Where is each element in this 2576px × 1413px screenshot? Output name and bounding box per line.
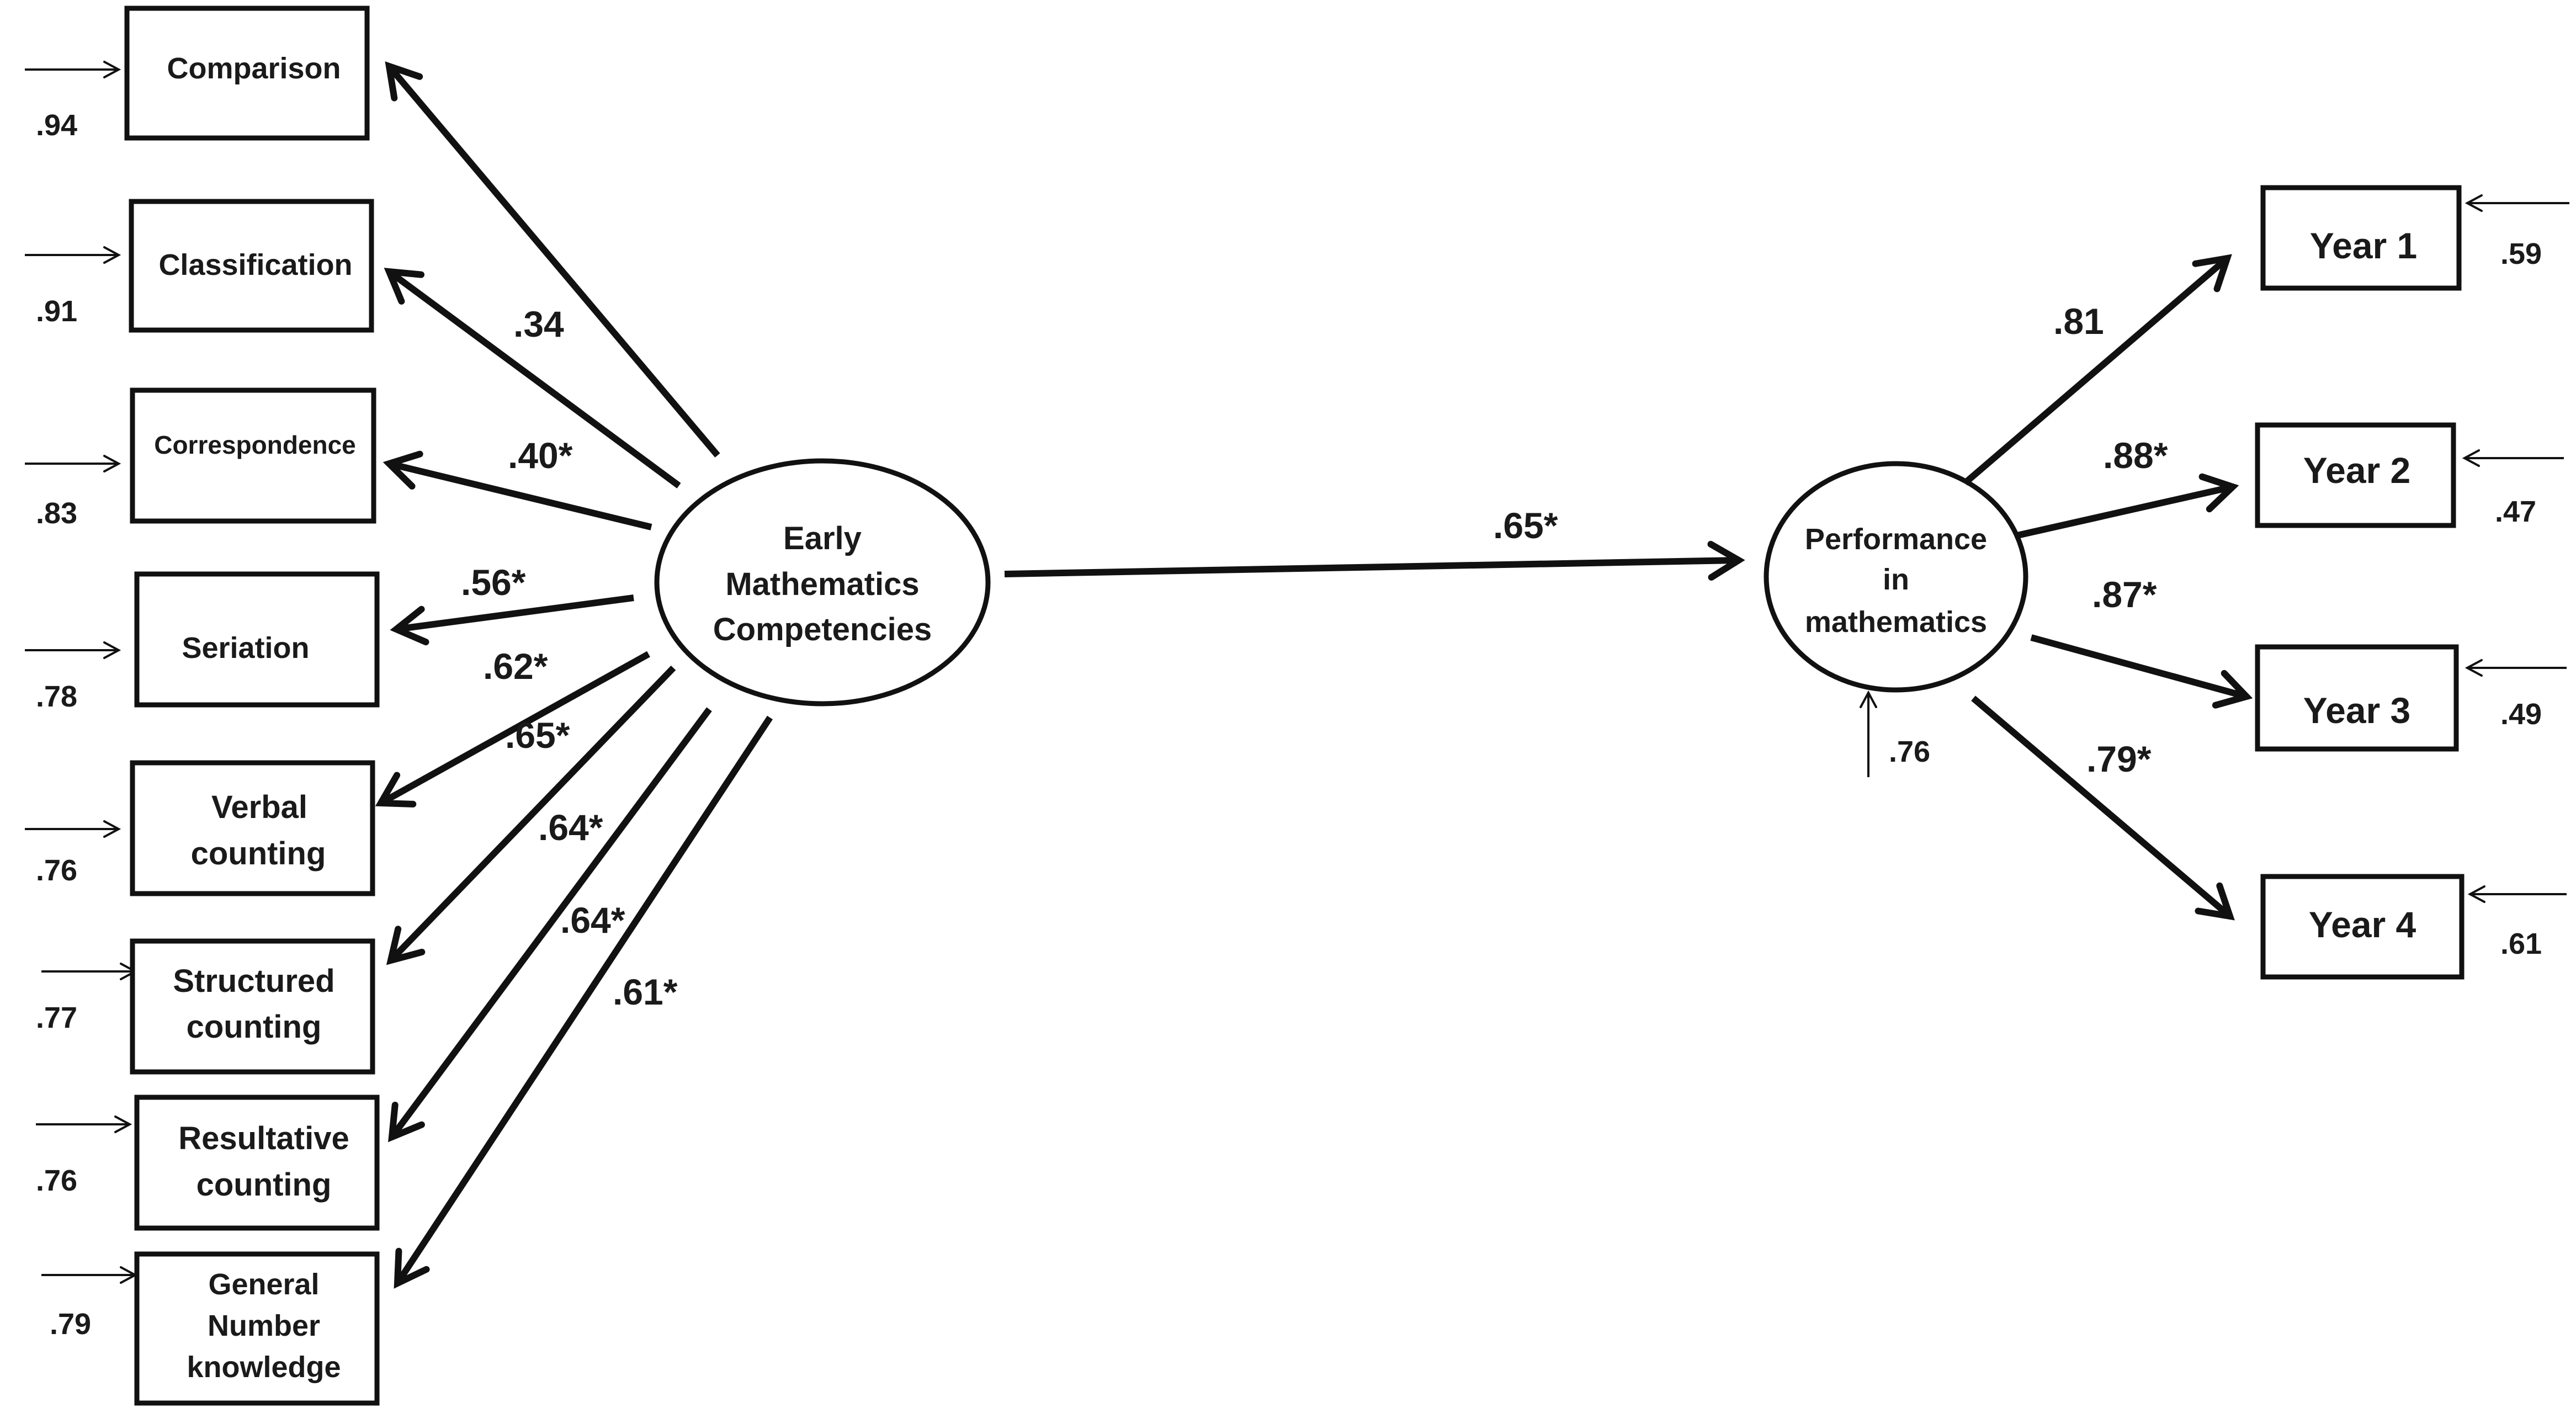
arrow-to-resultative-counting (388, 707, 712, 1143)
label-seriation: Seriation (182, 631, 309, 665)
coef-classification: .34 (513, 304, 564, 344)
coef-structural: .65* (1493, 505, 1558, 546)
label-comparison: Comparison (167, 52, 341, 85)
label-structured-counting-line1: Structured (173, 963, 334, 999)
left-loading-coefficients: .34 .40* .56* .62* .65* .64* .64* .61* (461, 304, 678, 1012)
indicator-general-number-knowledge: .79 General Number knowledge (41, 1251, 380, 1406)
arrow-to-classification (384, 268, 681, 488)
box-year4 (2260, 874, 2465, 980)
error-variance-year4: .61 (2500, 927, 2542, 960)
error-variance-resultative-counting: .76 (36, 1164, 77, 1197)
box-comparison (124, 6, 370, 141)
error-variance-year2: .47 (2495, 495, 2536, 528)
ellipse-early-mathematics (654, 458, 991, 706)
label-resultative-counting-line2: counting (196, 1167, 332, 1203)
label-general-number-knowledge-line3: knowledge (187, 1351, 341, 1384)
box-structured-counting (130, 938, 375, 1075)
arrow-to-seriation (390, 594, 634, 646)
coef-seriation: .56* (461, 562, 526, 603)
arrow-to-year1 (1963, 254, 2232, 486)
ellipse-performance (1764, 461, 2028, 693)
arrow-structural (1004, 540, 1745, 581)
error-variance-seriation: .78 (36, 680, 77, 713)
arrow-to-comparison (385, 61, 720, 458)
box-year2 (2255, 422, 2456, 528)
error-variance-verbal-counting: .76 (36, 854, 77, 887)
error-variance-structured-counting: .77 (36, 1001, 77, 1034)
coef-resultative-counting: .64* (538, 807, 603, 848)
left-loading-arrows (375, 61, 773, 1289)
coef-structured-counting: .65* (505, 715, 570, 756)
coef-year2: .88* (2103, 435, 2168, 476)
box-seriation (134, 571, 380, 708)
box-verbal-counting (130, 760, 375, 896)
indicator-classification: .91 Classification (25, 199, 374, 333)
right-indicators: Year 1 .59 Year 2 .47 Year 3 .49 Year 4 … (2255, 185, 2569, 980)
error-variance-comparison: .94 (36, 109, 77, 142)
coef-verbal-counting: .62* (483, 646, 548, 687)
right-loading-arrows (1963, 254, 2253, 921)
indicator-structured-counting: .77 Structured counting (36, 938, 375, 1075)
arrow-to-year2 (2016, 473, 2239, 539)
coef-general-number-knowledge: .64* (560, 900, 625, 941)
structural-path: .65* (1004, 505, 1745, 581)
label-general-number-knowledge-line1: General (208, 1268, 319, 1301)
label-in: in (1883, 563, 1909, 596)
box-correspondence (130, 387, 376, 524)
indicator-correspondence: .83 Correspondence (25, 387, 376, 530)
indicator-year2: Year 2 .47 (2255, 422, 2564, 528)
label-year1: Year 1 (2310, 225, 2418, 266)
error-variance-year3: .49 (2500, 698, 2542, 731)
arrow-to-year3 (2030, 634, 2253, 709)
indicator-year1: Year 1 .59 (2260, 185, 2569, 291)
arrow-to-correspondence (383, 450, 652, 530)
box-general-number-knowledge (134, 1251, 380, 1406)
label-year4: Year 4 (2309, 904, 2416, 945)
indicator-resultative-counting: .76 Resultative counting (36, 1095, 380, 1231)
label-competencies: Competencies (713, 612, 932, 647)
arrow-to-general-number-knowledge (394, 715, 773, 1289)
label-mathematics: Mathematics (725, 566, 919, 602)
label-general-number-knowledge-line2: Number (208, 1309, 320, 1342)
arrow-to-verbal-counting (375, 651, 650, 808)
indicator-comparison: .94 Comparison (25, 6, 370, 142)
error-variance-year1: .59 (2500, 237, 2542, 270)
right-loading-coefficients: .81 .88* .87* .79* (2053, 301, 2168, 779)
label-performance: Performance (1805, 523, 1987, 556)
label-verbal-counting-line1: Verbal (211, 789, 307, 825)
coef-year4: .79* (2086, 739, 2152, 779)
label-early: Early (783, 520, 862, 556)
label-year3: Year 3 (2303, 690, 2411, 731)
label-classification: Classification (158, 248, 352, 281)
coef-year1: .81 (2053, 301, 2104, 342)
error-variance-general-number-knowledge: .79 (50, 1308, 91, 1341)
coef-correspondence: .40* (508, 435, 573, 476)
left-indicators: .94 Comparison .91 Classification .83 Co… (25, 6, 380, 1406)
indicator-year4: Year 4 .61 (2260, 874, 2567, 980)
label-mathematics-right: mathematics (1805, 605, 1987, 639)
disturbance-variance: .76 (1889, 735, 1930, 768)
box-year3 (2255, 644, 2459, 752)
error-variance-classification: .91 (36, 295, 77, 328)
indicator-verbal-counting: .76 Verbal counting (25, 760, 375, 896)
indicator-year3: Year 3 .49 (2255, 644, 2567, 752)
arrow-to-structured-counting (386, 665, 676, 965)
label-year2: Year 2 (2303, 450, 2411, 491)
indicator-seriation: .78 Seriation (25, 571, 380, 713)
label-correspondence: Correspondence (154, 431, 356, 459)
box-year1 (2260, 185, 2462, 291)
box-resultative-counting (134, 1095, 380, 1231)
coef-extra-left: .61* (613, 971, 678, 1012)
latent-performance-in-mathematics: Performance in mathematics .76 (1764, 461, 2028, 777)
box-classification (129, 199, 374, 333)
error-variance-correspondence: .83 (36, 497, 77, 530)
latent-early-mathematics-competencies: Early Mathematics Competencies (654, 458, 991, 706)
arrow-to-year4 (1971, 695, 2235, 921)
coef-year3: .87* (2092, 574, 2157, 615)
label-structured-counting-line2: counting (187, 1009, 322, 1045)
label-resultative-counting-line1: Resultative (178, 1120, 349, 1156)
label-verbal-counting-line2: counting (191, 836, 326, 872)
